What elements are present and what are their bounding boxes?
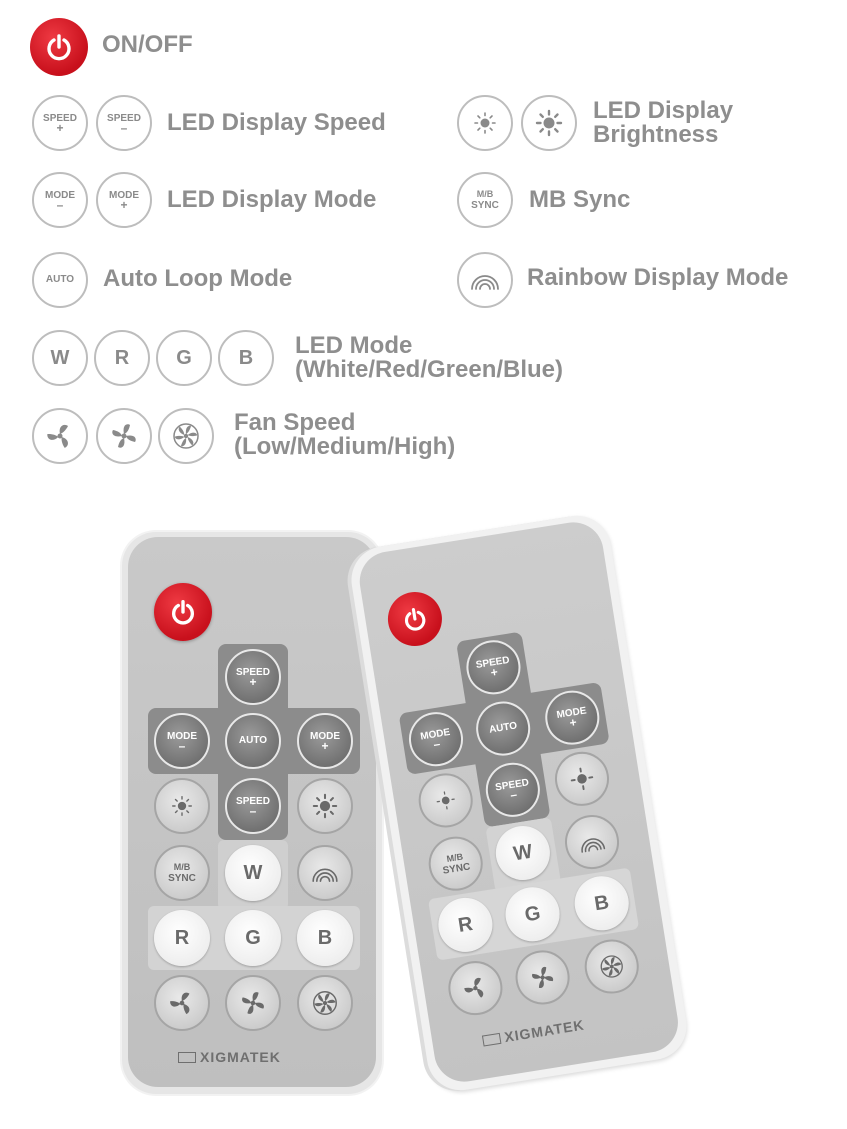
g-text: G xyxy=(176,346,192,369)
r-text: R xyxy=(114,346,130,369)
w-text: W xyxy=(50,346,70,369)
mode-plus-icon: MODE+ xyxy=(96,172,152,228)
mb-text: M/B xyxy=(476,189,494,199)
brand-mark-icon xyxy=(481,1032,502,1047)
remote2-power-button[interactable] xyxy=(384,588,446,650)
speed-plus-text: SPEED xyxy=(43,112,77,124)
remote-speed-minus-button[interactable]: SPEED– xyxy=(225,778,281,834)
brightness-low-icon xyxy=(457,95,513,151)
remote2-brightness-down-button[interactable] xyxy=(414,769,477,832)
g-icon: G xyxy=(156,330,212,386)
fan-speed-label-1: Fan Speed xyxy=(234,409,356,436)
led-display-mode-label: LED Display Mode xyxy=(167,186,377,213)
auto-icon: AUTO xyxy=(32,252,88,308)
b-text: B xyxy=(238,346,254,369)
remote-fan-low-button[interactable] xyxy=(154,975,210,1031)
remote2-brightness-up-button[interactable] xyxy=(551,747,613,810)
r-icon: R xyxy=(94,330,150,386)
mb-sync-label: MB Sync xyxy=(529,186,631,213)
minus-sign: – xyxy=(56,197,64,212)
brand-text: XIGMATEK xyxy=(200,1049,281,1065)
w-icon: W xyxy=(32,330,88,386)
plus-sign: + xyxy=(120,197,128,212)
auto-text: AUTO xyxy=(45,274,75,285)
minus-sign: – xyxy=(120,120,128,135)
rainbow-display-mode-label: Rainbow Display Mode xyxy=(527,264,789,291)
remote-g-button[interactable]: G xyxy=(225,910,281,966)
auto-loop-mode-label: Auto Loop Mode xyxy=(103,265,293,292)
mode-minus-icon: MODE– xyxy=(32,172,88,228)
remote-brightness-down-button[interactable] xyxy=(154,778,210,834)
remote2-rainbow-button[interactable] xyxy=(561,811,623,873)
remote-speed-plus-button[interactable]: SPEED+ xyxy=(225,649,281,705)
fan-medium-icon xyxy=(96,408,152,464)
mode-minus-text: MODE xyxy=(45,189,75,201)
remote2-fan-high-button[interactable] xyxy=(580,935,643,998)
remote-mode-plus-button[interactable]: MODE+ xyxy=(297,713,353,769)
remote-power-button[interactable] xyxy=(154,583,212,641)
speed-plus-icon: SPEED+ xyxy=(32,95,88,151)
remote2-fan-low-button[interactable] xyxy=(444,957,507,1019)
led-display-brightness-label-2: Brightness xyxy=(593,121,719,148)
led-mode-label-2: (White/Red/Green/Blue) xyxy=(295,356,564,383)
brand-mark-icon xyxy=(178,1051,196,1063)
brightness-high-icon xyxy=(521,95,577,151)
fan-low-icon xyxy=(32,408,88,464)
fan-high-icon xyxy=(158,408,214,464)
power-icon xyxy=(30,18,88,76)
led-display-speed-label: LED Display Speed xyxy=(167,109,386,136)
remote2-fan-medium-button[interactable] xyxy=(511,946,574,1009)
remote-b-button[interactable]: B xyxy=(297,910,353,966)
remote-auto-button[interactable]: AUTO xyxy=(225,713,281,769)
b-icon: B xyxy=(218,330,274,386)
remote-w-button[interactable]: W xyxy=(225,845,281,901)
remote-brightness-up-button[interactable] xyxy=(297,778,353,834)
speed-minus-icon: SPEED– xyxy=(96,95,152,151)
speed-minus-text: SPEED xyxy=(107,112,141,124)
remote-fan-medium-button[interactable] xyxy=(225,975,281,1031)
led-display-brightness-label-1: LED Display xyxy=(593,97,734,124)
remote-r-button[interactable]: R xyxy=(154,910,210,966)
power-label: ON/OFF xyxy=(102,31,193,58)
mode-plus-text: MODE xyxy=(109,189,139,201)
remote-brand-logo: XIGMATEK xyxy=(178,1049,281,1065)
sync-text: SYNC xyxy=(471,200,499,211)
rainbow-icon xyxy=(457,252,513,308)
remote-mode-minus-button[interactable]: MODE– xyxy=(154,713,210,769)
remote-fan-high-button[interactable] xyxy=(297,975,353,1031)
fan-speed-label-2: (Low/Medium/High) xyxy=(234,433,456,460)
remote-rainbow-button[interactable] xyxy=(297,845,353,901)
led-mode-label-1: LED Mode xyxy=(295,332,413,359)
plus-sign: + xyxy=(56,120,64,135)
